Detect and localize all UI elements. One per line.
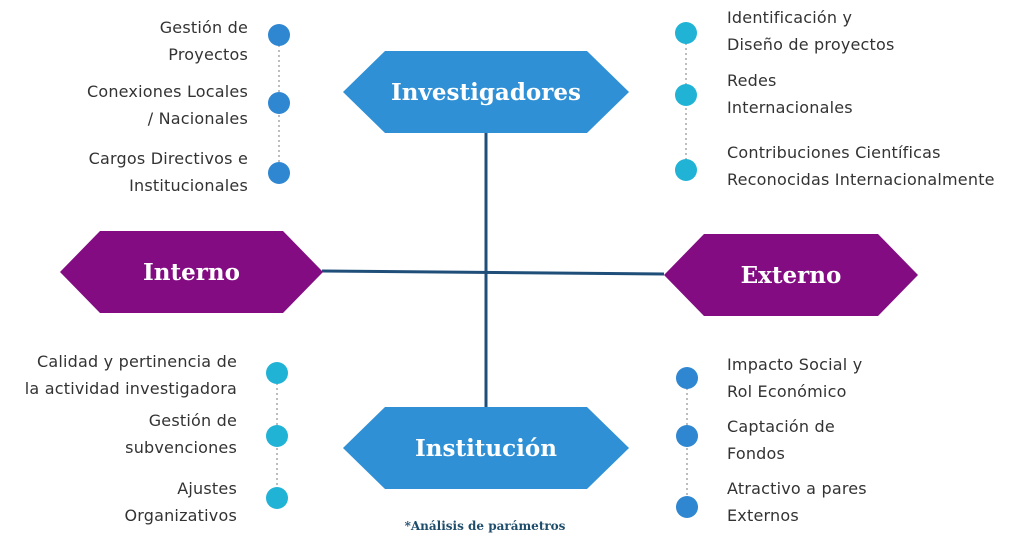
top-right-dot-1 [675, 22, 697, 44]
top-right-dot-3 [675, 159, 697, 181]
label-ajustes-organizativos: Ajustes Organizativos [124, 479, 237, 525]
node-label: Institución [415, 434, 557, 462]
node-investigadores: Investigadores [343, 51, 629, 133]
footnote: *Análisis de parámetros [404, 519, 566, 533]
hex-fill [343, 51, 629, 133]
bottom-right-dot-3 [676, 496, 698, 518]
top-left-dot-1 [268, 24, 290, 46]
node-institucion: Institución [343, 407, 629, 489]
hex-shape [60, 231, 323, 313]
bottom-left-dot-2 [266, 425, 288, 447]
bottom-left-dot-1 [266, 362, 288, 384]
label-impacto-social: Impacto Social y Rol Económico [727, 355, 863, 401]
label-gestion-proyectos: Gestión de Proyectos [159, 18, 248, 64]
label-cargos-directivos: Cargos Directivos e Institucionales [88, 149, 248, 195]
hex-fill [664, 234, 918, 316]
node-label: Interno [143, 258, 240, 286]
hex-shape [664, 234, 918, 316]
horizontal-axis [321, 269, 665, 276]
top-left-dot-3 [268, 162, 290, 184]
bottom-right-dot-1 [676, 367, 698, 389]
label-contribuciones-cientificas: Contribuciones Científicas Reconocidas I… [727, 143, 995, 189]
bottom-left-dot-3 [266, 487, 288, 509]
hex-shape [343, 407, 629, 489]
top-left-dot-2 [268, 92, 290, 114]
top-right-dot-2 [675, 84, 697, 106]
label-identificacion-diseno: Identificación y Diseño de proyectos [727, 8, 895, 54]
node-label: Investigadores [391, 78, 581, 106]
label-redes-internacionales: Redes Internacionales [727, 71, 853, 117]
node-interno: Interno [60, 231, 323, 313]
label-gestion-subvenciones: Gestión de subvenciones [125, 411, 237, 457]
label-calidad-pertinencia: Calidad y pertinencia de la actividad in… [24, 352, 237, 398]
label-captacion-fondos: Captación de Fondos [727, 417, 835, 463]
node-label: Externo [740, 261, 842, 289]
label-atractivo-pares: Atractivo a pares Externos [727, 479, 867, 525]
label-conexiones-locales: Conexiones Locales / Nacionales [86, 82, 248, 128]
bottom-right-dot-2 [676, 425, 698, 447]
node-externo: Externo [664, 234, 918, 316]
hex-fill [60, 231, 323, 313]
bullet-dots [266, 22, 698, 518]
hex-shape [343, 51, 629, 133]
hex-fill [343, 407, 629, 489]
